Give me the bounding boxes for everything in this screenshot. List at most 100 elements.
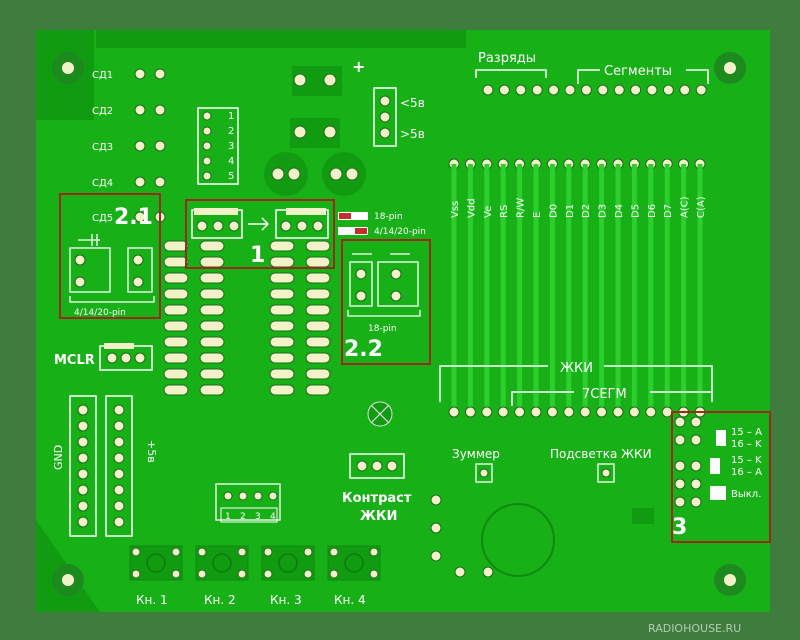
button-pad: [303, 569, 313, 579]
seven-seg-label: 7СЕГМ: [582, 387, 627, 402]
header-pad: [630, 84, 642, 96]
socket-pad: [199, 384, 225, 396]
button-pad: [131, 569, 141, 579]
pin18-label: 18-pin: [374, 212, 403, 222]
jumper-5v: [373, 87, 397, 147]
contrast-label-2: ЖКИ: [360, 509, 397, 524]
key-dip-3: 3: [255, 512, 261, 522]
v5-label-bottom: >5в: [400, 127, 425, 141]
header-pad: [531, 84, 543, 96]
socket-pad: [163, 336, 189, 348]
socket-pad: [199, 320, 225, 332]
lcd-pin-label: D5: [630, 204, 641, 218]
button-pad: [329, 569, 339, 579]
lcd-pin-label: D4: [614, 204, 625, 218]
vcc-pad: [113, 468, 125, 480]
socket-pad: [163, 368, 189, 380]
lcd-pin-label: Vss: [450, 201, 461, 218]
socket-pad: [163, 352, 189, 364]
watermark: RADIOHOUSE.RU: [648, 622, 741, 635]
mcu-socket: [163, 240, 331, 396]
vcc-pad: [113, 516, 125, 528]
key-dip-4: 4: [270, 512, 276, 522]
dip5-pads: [202, 111, 212, 181]
highlight-box-2-1: [59, 193, 161, 319]
lcd-pin-label: D6: [647, 204, 658, 218]
gnd-pad: [77, 500, 89, 512]
button-cap: [278, 553, 298, 573]
button-label-3: Кн. 3: [270, 593, 302, 607]
socket-pad: [305, 240, 331, 252]
crystal-caps-2-2: 18-pin: [347, 253, 421, 334]
socket-pad: [269, 288, 295, 300]
lcd-pin-label: Ve: [483, 206, 494, 218]
pin4-14-20-left-label: 4/14/20-pin: [74, 308, 126, 318]
button-pad: [263, 569, 273, 579]
header-pad: [679, 84, 691, 96]
lcd-pin-label: D7: [663, 204, 674, 218]
lcd-label: ЖКИ: [560, 361, 593, 376]
socket-pad: [163, 288, 189, 300]
header-pad: [646, 84, 658, 96]
lcd-pad-bottom: [514, 406, 526, 418]
lcd-pad-bottom: [596, 406, 608, 418]
button-pad: [329, 547, 339, 557]
gnd-pad: [77, 452, 89, 464]
lcd-pad-bottom: [497, 406, 509, 418]
lcd-pad-bottom: [530, 406, 542, 418]
lcd-pad-bottom: [645, 406, 657, 418]
lcd-pin-label: D0: [548, 204, 559, 218]
button-label-4: Кн. 4: [334, 593, 366, 607]
socket-pad: [269, 336, 295, 348]
annotation-2-2: 2.2: [344, 337, 383, 362]
socket-pad: [305, 256, 331, 268]
jumper-group-1: 18-pin 4/14/20-pin: [191, 208, 426, 239]
buzzer-section: Зуммер: [430, 447, 555, 578]
button-cap: [344, 553, 364, 573]
lcd-pin-label: D2: [581, 204, 592, 218]
copper-pour: [36, 30, 770, 612]
header-pad: [597, 84, 609, 96]
pin18-bottom-label: 18-pin: [368, 324, 397, 334]
lcd-pad-bottom: [628, 406, 640, 418]
button-pad: [237, 547, 247, 557]
contrast-label-1: Контраст: [342, 491, 412, 506]
led-label-5: СД5: [92, 213, 113, 224]
power-headers: GND +5в: [52, 395, 158, 537]
lcd-pad-bottom: [481, 406, 493, 418]
button-pad: [197, 547, 207, 557]
annotation-1: 1: [250, 243, 265, 268]
lcd-pad-bottom: [579, 406, 591, 418]
mode-off: Выкл.: [731, 489, 761, 500]
socket-pad: [199, 368, 225, 380]
digits-label: Разряды: [478, 51, 536, 66]
led-label-3: СД3: [92, 142, 113, 153]
socket-pad: [269, 320, 295, 332]
socket-pad: [199, 256, 225, 268]
lcd-pad-bottom: [464, 406, 476, 418]
button-label-1: Кн. 1: [136, 593, 168, 607]
socket-pad: [199, 352, 225, 364]
socket-pad: [305, 320, 331, 332]
header-pad: [662, 84, 674, 96]
lcd-pad-bottom: [546, 406, 558, 418]
keys-section: 1 2 3 4 Кн. 1 Кн. 2 Кн. 3 Кн. 4: [129, 483, 381, 607]
pin4-14-20-label: 4/14/20-pin: [374, 227, 426, 237]
highlight-box-2-2: [341, 239, 431, 365]
socket-pad: [199, 272, 225, 284]
dip5-num-1: 1: [228, 111, 234, 122]
header-pad: [482, 84, 494, 96]
lcd-pin-label: D1: [565, 204, 576, 218]
socket-pad: [163, 384, 189, 396]
mclr-label: MCLR: [54, 353, 95, 368]
led-pads: [134, 68, 166, 223]
annotation-2-1: 2.1: [114, 205, 153, 230]
backlight-label: Подсветка ЖКИ: [550, 447, 652, 461]
highlight-box-3: [671, 411, 771, 543]
header-pad: [564, 84, 576, 96]
buzzer-label: Зуммер: [452, 447, 500, 461]
socket-pad: [269, 304, 295, 316]
socket-pad: [163, 272, 189, 284]
socket-pad: [199, 304, 225, 316]
